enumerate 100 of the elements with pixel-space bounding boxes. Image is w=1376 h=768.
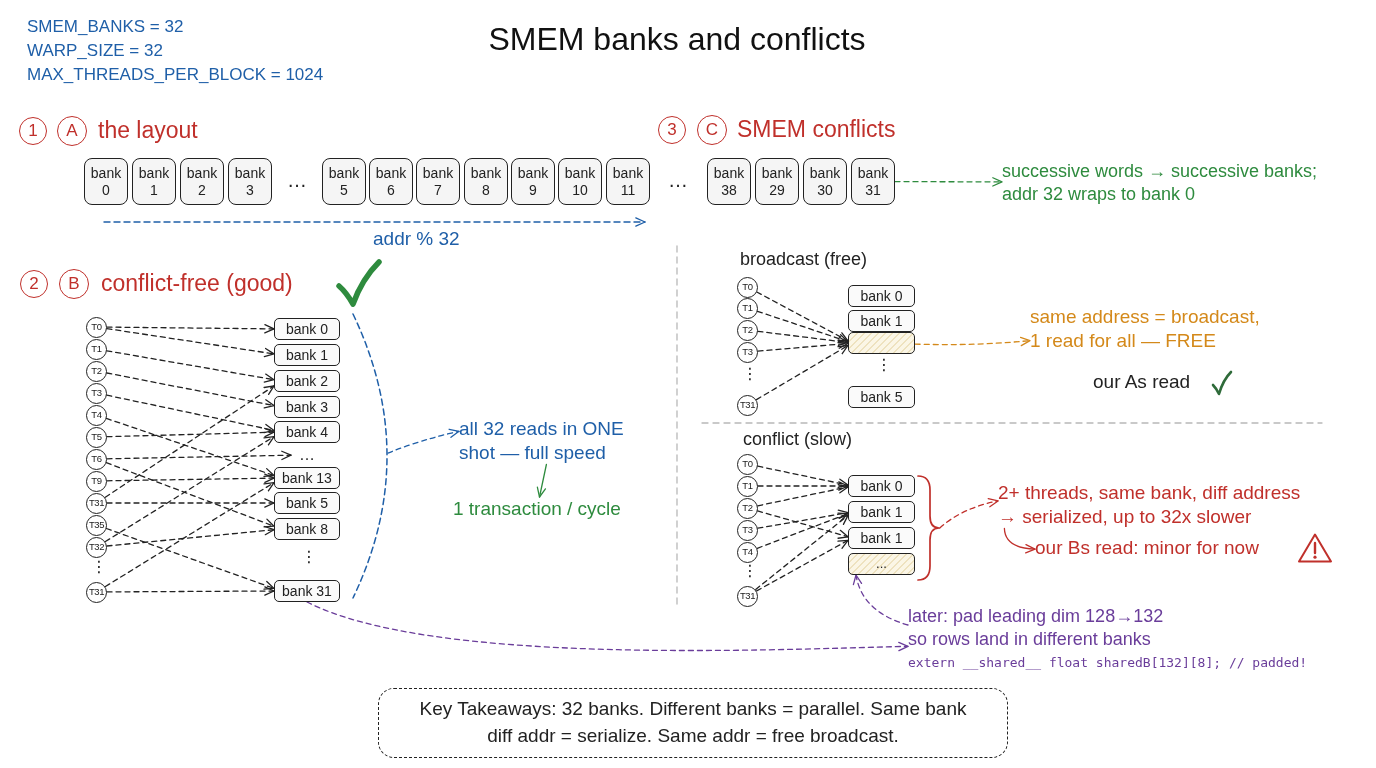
- arrow: [104, 435, 275, 543]
- arrow: [756, 291, 849, 342]
- bank-box: bank 6: [369, 158, 413, 205]
- arrow: [756, 539, 849, 592]
- arrow: [106, 498, 275, 508]
- arrow: [104, 385, 275, 498]
- hatched-box: [848, 332, 915, 354]
- bank-box: bank 2: [274, 370, 340, 392]
- arrow: [106, 473, 275, 483]
- thread-circle: T5: [86, 426, 107, 448]
- circled-number: C: [697, 115, 727, 145]
- arrow: [106, 324, 275, 334]
- bank-box: bank 0: [848, 475, 915, 497]
- bank-box: bank 31: [851, 158, 895, 205]
- arrow: [853, 574, 909, 626]
- thread-circle: T2: [737, 497, 758, 519]
- circled-number: 1: [19, 117, 47, 145]
- title: SMEM banks and conflicts: [488, 20, 866, 59]
- thread-circle: T1: [86, 338, 107, 360]
- annotation-text: 2+ threads, same bank, diff address → serialized, up to 32x slower: [998, 481, 1320, 529]
- arrow: [756, 512, 849, 549]
- vertical-ellipsis: ⋮: [301, 547, 317, 567]
- bank-box: bank 5: [274, 492, 340, 514]
- annotation-text: 1 transaction / cycle: [453, 497, 621, 521]
- circled-number: B: [59, 269, 89, 299]
- section-heading: the layout: [98, 117, 198, 145]
- arrow: [755, 344, 849, 401]
- bank-box: bank 3: [228, 158, 272, 205]
- bank-box: bank 29: [755, 158, 799, 205]
- arrow: [757, 339, 849, 352]
- bank-box: bank 5: [322, 158, 366, 205]
- bank-box: bank 3: [274, 396, 340, 418]
- ellipsis: …: [287, 168, 307, 192]
- thread-circle: T0: [737, 453, 758, 475]
- bank-box: bank 9: [511, 158, 555, 205]
- arrow: [536, 463, 548, 498]
- arrow: [106, 427, 275, 438]
- bank-box: bank 1: [132, 158, 176, 205]
- arrow: [757, 465, 849, 488]
- bank-box: bank 2: [180, 158, 224, 205]
- annotation-text: all 32 reads in ONE shot — full speed: [459, 417, 644, 465]
- arrow: [104, 481, 275, 588]
- thread-circle: T32: [86, 536, 107, 558]
- arrow: [939, 498, 999, 529]
- arrow: [757, 484, 849, 507]
- bank-box: bank 5: [848, 386, 915, 408]
- curly-brace: [917, 475, 941, 581]
- thread-circle: T35: [86, 514, 107, 536]
- thread-circle: T1: [737, 475, 758, 497]
- thread-circle: T3: [86, 382, 107, 404]
- circled-number: 2: [20, 270, 48, 298]
- bank-box: bank 4: [274, 421, 340, 443]
- vertical-ellipsis: ⋮: [742, 364, 758, 384]
- arrow-caption: addr % 32: [373, 228, 460, 251]
- code-line: extern __shared__ float sharedB[132][8]; // padded!: [908, 654, 1308, 672]
- bank-box: bank 0: [274, 318, 340, 340]
- arrow: [1003, 527, 1036, 554]
- arrow: [894, 177, 1003, 187]
- constant-definition: WARP_SIZE = 32: [27, 41, 163, 62]
- arrow: [105, 462, 275, 528]
- arrow: [914, 336, 1031, 347]
- annotation-text: our Bs read: minor for now: [1035, 536, 1259, 560]
- constant-definition: SMEM_BANKS = 32: [27, 17, 184, 38]
- annotation-text: later: pad leading dim 128→132 so rows land in different banks: [908, 605, 1165, 652]
- bank-box: bank 7: [416, 158, 460, 205]
- thread-circle: T31: [737, 394, 758, 416]
- thread-circle: T6: [86, 448, 107, 470]
- arrow: [306, 601, 909, 652]
- arrow: [106, 372, 275, 409]
- takeaways-box: Key Takeaways: 32 banks. Different banks = parallel. Same bank diff addr = serialize. Same addr = free broadcast.: [378, 688, 1008, 758]
- arrow: [106, 586, 275, 596]
- subsection-heading: conflict (slow): [743, 429, 853, 451]
- thread-circle: T0: [86, 316, 107, 338]
- arrow: [387, 428, 460, 454]
- section-heading: SMEM conflicts: [737, 116, 896, 144]
- subsection-heading: broadcast (free): [740, 249, 868, 271]
- arrow: [106, 394, 275, 434]
- arrow: [105, 417, 275, 478]
- arrow: [106, 327, 275, 358]
- arrow: [106, 450, 292, 461]
- thread-circle: T31: [737, 585, 758, 607]
- arrow: [755, 514, 849, 591]
- bank-box: bank 8: [464, 158, 508, 205]
- thread-circle: T31: [86, 581, 107, 603]
- arrow: [757, 330, 849, 347]
- arrow: [106, 525, 275, 547]
- arrow: [106, 350, 275, 383]
- arrow: [757, 509, 849, 529]
- ellipsis: …: [668, 168, 688, 192]
- bank-box: ...: [848, 553, 915, 575]
- bank-box: bank 11: [606, 158, 650, 205]
- arrow: [757, 481, 849, 491]
- bank-box: bank 1: [274, 344, 340, 366]
- arrow: [105, 527, 275, 590]
- circled-number: 3: [658, 116, 686, 144]
- thread-circle: T3: [737, 519, 758, 541]
- thread-circle: T4: [86, 404, 107, 426]
- constant-definition: MAX_THREADS_PER_BLOCK = 1024: [27, 65, 324, 86]
- bank-box: bank 30: [803, 158, 847, 205]
- thread-circle: T0: [737, 276, 758, 298]
